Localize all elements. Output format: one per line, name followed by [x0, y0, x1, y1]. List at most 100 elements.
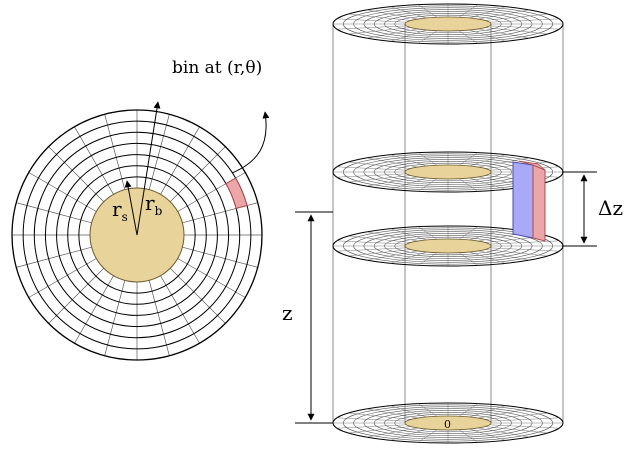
- layer-spoke: [418, 252, 437, 266]
- layer-spoke: [418, 178, 437, 192]
- layer-spoke: [336, 417, 407, 422]
- layer-spoke: [469, 29, 506, 42]
- layer-spoke: [478, 9, 530, 20]
- layer-spoke: [390, 6, 427, 19]
- layer-spoke: [336, 424, 407, 429]
- layer-spoke: [390, 154, 427, 167]
- r-b-main: r: [145, 191, 155, 215]
- layer-spoke: [366, 176, 418, 187]
- layer-spoke: [390, 228, 427, 241]
- layer-spoke: [348, 175, 411, 183]
- layer-spoke: [418, 30, 437, 44]
- layer-spoke: [459, 30, 478, 44]
- red-bin-slab: [532, 164, 546, 242]
- layer-core: [404, 415, 492, 431]
- radial-divider: [16, 246, 92, 268]
- radial-divider: [148, 114, 170, 190]
- radial-divider: [169, 146, 226, 203]
- layer-spoke: [489, 18, 560, 23]
- layer-spoke: [336, 173, 407, 178]
- layer-core: [404, 238, 492, 254]
- radial-divider: [28, 172, 97, 212]
- layer-spoke: [348, 161, 411, 169]
- layer-spoke: [390, 251, 427, 264]
- layer-spoke: [418, 429, 437, 443]
- highlighted-bin: [225, 177, 248, 210]
- layer-spoke: [418, 226, 437, 240]
- layer-spoke: [336, 25, 407, 30]
- radial-divider: [74, 126, 114, 195]
- layer-spoke: [366, 408, 418, 419]
- layer-spoke: [348, 27, 411, 35]
- layer-spoke: [348, 249, 411, 257]
- r-s-subscript: s: [122, 210, 128, 224]
- layer-spoke: [336, 18, 407, 23]
- r-b-arrow: [136, 101, 161, 236]
- layer-spoke: [489, 417, 560, 422]
- layer-spoke: [336, 247, 407, 252]
- layer-spoke: [469, 428, 506, 441]
- detector-ring: [44, 142, 230, 328]
- layer-spoke: [348, 235, 411, 243]
- layer-spoke: [469, 6, 506, 19]
- layer-spoke: [459, 403, 478, 417]
- layer-spoke: [478, 250, 530, 261]
- layer-spoke: [348, 426, 411, 434]
- layer-core: [404, 164, 492, 180]
- layer-spoke: [459, 429, 478, 443]
- layer-spoke: [469, 405, 506, 418]
- layer-spoke: [459, 226, 478, 240]
- layer-spoke: [469, 251, 506, 264]
- layer-spoke: [366, 231, 418, 242]
- curved-arrow-icon: [231, 111, 270, 174]
- bin-caption: bin at (r,θ): [172, 58, 262, 78]
- r-s-main: r: [112, 197, 122, 221]
- layer-spoke: [485, 27, 548, 35]
- layer-spoke: [478, 28, 530, 39]
- radial-divider: [74, 275, 114, 344]
- radial-divider: [48, 146, 105, 203]
- layer-spoke: [459, 4, 478, 18]
- radial-divider: [48, 267, 105, 324]
- r-b-subscript: b: [155, 204, 163, 218]
- zero-label: 0: [444, 418, 451, 431]
- radial-divider: [104, 114, 126, 190]
- detector-ring: [11, 109, 263, 361]
- layer-spoke: [478, 427, 530, 438]
- layer-spoke: [478, 408, 530, 419]
- red-bin-top: [518, 160, 546, 171]
- layer-spoke: [469, 177, 506, 190]
- r-s-arrow: [124, 180, 138, 236]
- radial-divider: [28, 258, 97, 298]
- layer-core: [404, 16, 492, 32]
- delta-z-label: Δz: [598, 196, 623, 220]
- layer-spoke: [489, 25, 560, 30]
- radial-divider: [160, 275, 200, 344]
- layer-spoke: [366, 157, 418, 168]
- layer-spoke: [489, 424, 560, 429]
- layer-spoke: [469, 154, 506, 167]
- layer-spoke: [478, 157, 530, 168]
- layer-spoke: [336, 166, 407, 171]
- layer-spoke: [418, 403, 437, 417]
- layer-spoke: [366, 250, 418, 261]
- radial-divider: [104, 280, 126, 356]
- layer-spoke: [336, 240, 407, 245]
- layer-spoke: [366, 9, 418, 20]
- layer-spoke: [366, 427, 418, 438]
- layer-spoke: [390, 177, 427, 190]
- detector-ring: [22, 120, 252, 350]
- layer-spoke: [489, 247, 560, 252]
- layer-spoke: [366, 28, 418, 39]
- layer-spoke: [390, 405, 427, 418]
- layer-spoke: [348, 412, 411, 420]
- layer-spoke: [418, 152, 437, 166]
- detector-ring: [56, 154, 218, 316]
- layer-spoke: [485, 249, 548, 257]
- layer-spoke: [485, 412, 548, 420]
- layer-spoke: [485, 426, 548, 434]
- radial-divider: [177, 258, 246, 298]
- detector-ring: [33, 131, 241, 339]
